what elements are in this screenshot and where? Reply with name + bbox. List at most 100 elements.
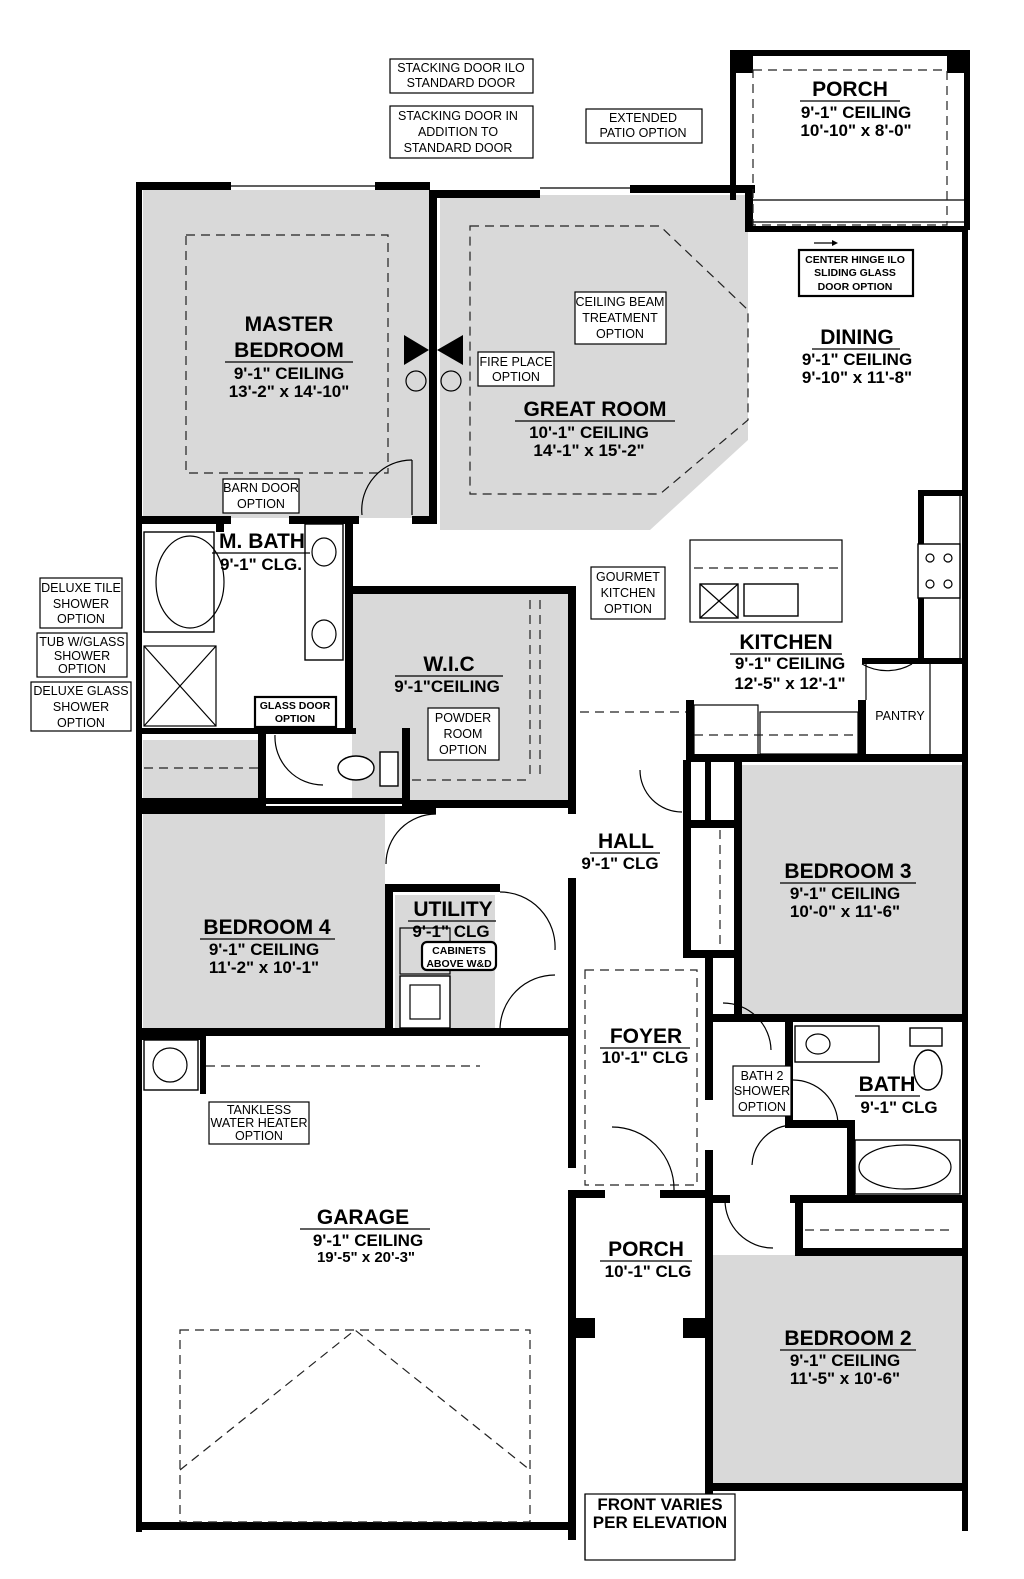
room-porch-rear: PORCH 9'-1" CEILING 10'-10" x 8'-0" bbox=[800, 78, 912, 140]
option-text: PER ELEVATION bbox=[593, 1513, 727, 1532]
option-text: EXTENDED bbox=[609, 111, 677, 125]
option-text: OPTION bbox=[439, 743, 487, 757]
great-room-fill bbox=[440, 195, 748, 530]
bedroom2-fill bbox=[712, 1255, 962, 1483]
room-bath: BATH 9'-1" CLG bbox=[855, 1073, 938, 1117]
option-text: GOURMET bbox=[596, 570, 660, 584]
room-wic: W.I.C 9'-1"CEILING bbox=[394, 653, 503, 696]
option-text: SHOWER bbox=[54, 649, 110, 663]
option-text: PATIO OPTION bbox=[599, 126, 686, 140]
option-extended-patio: EXTENDED PATIO OPTION bbox=[585, 108, 703, 144]
option-front-varies: FRONT VARIES PER ELEVATION bbox=[584, 1493, 736, 1561]
great-room-ceiling: 10'-1" CEILING bbox=[529, 423, 649, 442]
option-text: OPTION bbox=[738, 1100, 786, 1114]
option-text: SHOWER bbox=[734, 1084, 790, 1098]
walls bbox=[136, 50, 970, 1540]
room-great-room: GREAT ROOM 10'-1" CEILING 14'-1" x 15'-2… bbox=[515, 398, 675, 460]
room-master-bath: M. BATH 9'-1" CLG. bbox=[212, 530, 310, 574]
option-text: DELUXE GLASS bbox=[33, 684, 128, 698]
option-center-hinge: CENTER HINGE ILO SLIDING GLASS DOOR OPTI… bbox=[797, 248, 915, 298]
option-text: OPTION bbox=[57, 716, 105, 730]
great-room-size: 14'-1" x 15'-2" bbox=[533, 441, 644, 460]
option-text: OPTION bbox=[235, 1129, 283, 1143]
option-text: POWDER bbox=[435, 711, 491, 725]
bedroom3-ceiling: 9'-1" CEILING bbox=[790, 884, 900, 903]
porch-rear-ceiling: 9'-1" CEILING bbox=[801, 103, 911, 122]
bedroom2-size: 11'-5" x 10'-6" bbox=[790, 1369, 900, 1388]
dining-size: 9'-10" x 11'-8" bbox=[802, 368, 912, 387]
option-text: TANKLESS bbox=[227, 1103, 291, 1117]
wic-ceiling: 9'-1"CEILING bbox=[394, 677, 500, 696]
option-text: CEILING BEAM bbox=[576, 295, 665, 309]
garage-name: GARAGE bbox=[317, 1206, 409, 1229]
option-text: OPTION bbox=[58, 662, 106, 676]
room-hall: HALL 9'-1" CLG bbox=[581, 830, 660, 873]
master-size: 13'-2" x 14'-10" bbox=[229, 382, 350, 401]
option-text: ADDITION TO bbox=[418, 125, 498, 139]
option-text: STACKING DOOR IN bbox=[398, 109, 518, 123]
porch-front-name: PORCH bbox=[608, 1238, 684, 1261]
option-text: BATH 2 bbox=[741, 1069, 784, 1083]
bedroom2-ceiling: 9'-1" CEILING bbox=[790, 1351, 900, 1370]
option-text: STANDARD DOOR bbox=[407, 76, 516, 90]
foyer-name: FOYER bbox=[610, 1025, 682, 1048]
bath-name: BATH bbox=[859, 1073, 916, 1096]
dining-ceiling: 9'-1" CEILING bbox=[802, 350, 912, 369]
master-bath-name: M. BATH bbox=[219, 530, 305, 553]
option-tankless: TANKLESS WATER HEATER OPTION bbox=[208, 1101, 310, 1145]
room-foyer: FOYER 10'-1" CLG bbox=[600, 1025, 690, 1067]
master-bath-ceiling: 9'-1" CLG. bbox=[220, 555, 302, 574]
option-text: WATER HEATER bbox=[211, 1116, 308, 1130]
option-powder-room: POWDER ROOM OPTION bbox=[427, 707, 500, 761]
room-kitchen: KITCHEN 9'-1" CEILING 12'-5" x 12'-1" bbox=[730, 631, 846, 693]
master-name-line2: BEDROOM bbox=[234, 339, 344, 362]
porch-rear-size: 10'-10" x 8'-0" bbox=[800, 121, 911, 140]
room-bedroom3: BEDROOM 3 9'-1" CEILING 10'-0" x 11'-6" bbox=[780, 860, 916, 921]
option-ceiling-beam: CEILING BEAM TREATMENT OPTION bbox=[574, 291, 667, 345]
option-text: OPTION bbox=[492, 370, 540, 384]
bedroom3-name: BEDROOM 3 bbox=[784, 860, 911, 883]
option-text: OPTION bbox=[237, 497, 285, 511]
bedroom4-fill bbox=[143, 812, 385, 1030]
foyer-ceiling: 10'-1" CLG bbox=[602, 1048, 689, 1067]
room-utility: UTILITY 9'-1" CLG bbox=[408, 898, 496, 941]
option-text: DELUXE TILE bbox=[41, 581, 121, 595]
option-text: OPTION bbox=[57, 612, 105, 626]
option-text: ABOVE W&D bbox=[426, 958, 492, 970]
option-deluxe-glass: DELUXE GLASS SHOWER OPTION bbox=[30, 681, 132, 732]
dining-name: DINING bbox=[820, 326, 894, 349]
option-text: SHOWER bbox=[53, 597, 109, 611]
option-text: CENTER HINGE ILO bbox=[805, 254, 905, 266]
hall-ceiling: 9'-1" CLG bbox=[581, 854, 658, 873]
option-fire-place: FIRE PLACE OPTION bbox=[477, 351, 555, 387]
option-text: OPTION bbox=[604, 602, 652, 616]
details bbox=[143, 69, 964, 1523]
bedroom4-ceiling: 9'-1" CEILING bbox=[209, 940, 319, 959]
room-dining: DINING 9'-1" CEILING 9'-10" x 11'-8" bbox=[802, 326, 912, 387]
option-text: BARN DOOR bbox=[223, 481, 299, 495]
option-text: SHOWER bbox=[53, 700, 109, 714]
utility-name: UTILITY bbox=[413, 898, 492, 921]
option-text: GLASS DOOR bbox=[260, 700, 331, 712]
kitchen-size: 12'-5" x 12'-1" bbox=[734, 674, 845, 693]
kitchen-ceiling: 9'-1" CEILING bbox=[735, 654, 845, 673]
bedroom2-name: BEDROOM 2 bbox=[784, 1327, 911, 1350]
kitchen-name: KITCHEN bbox=[739, 631, 832, 654]
option-callouts: STACKING DOOR ILO STANDARD DOOR STACKING… bbox=[30, 58, 915, 1561]
master-name-line1: MASTER bbox=[245, 313, 334, 336]
room-master-bedroom: MASTER BEDROOM 9'-1" CEILING 13'-2" x 14… bbox=[225, 313, 353, 401]
option-cabinets: CABINETS ABOVE W&D bbox=[420, 940, 498, 972]
option-stacking-add: STACKING DOOR IN ADDITION TO STANDARD DO… bbox=[389, 105, 534, 159]
room-labels: PORCH 9'-1" CEILING 10'-10" x 8'-0" MAST… bbox=[200, 78, 938, 1388]
bedroom4-name: BEDROOM 4 bbox=[203, 916, 331, 939]
room-bedroom4: BEDROOM 4 9'-1" CEILING 11'-2" x 10'-1" bbox=[200, 916, 335, 977]
option-barn-door: BARN DOOR OPTION bbox=[222, 478, 300, 514]
option-glass-door: GLASS DOOR OPTION bbox=[253, 695, 338, 729]
room-porch-front: PORCH 10'-1" CLG bbox=[600, 1238, 692, 1281]
option-stacking-ilo: STACKING DOOR ILO STANDARD DOOR bbox=[389, 58, 534, 94]
bedroom3-fill bbox=[740, 765, 962, 1015]
room-bedroom2: BEDROOM 2 9'-1" CEILING 11'-5" x 10'-6" bbox=[780, 1327, 916, 1388]
closet-fill bbox=[143, 740, 258, 800]
option-gourmet-kitchen: GOURMET KITCHEN OPTION bbox=[590, 566, 666, 620]
